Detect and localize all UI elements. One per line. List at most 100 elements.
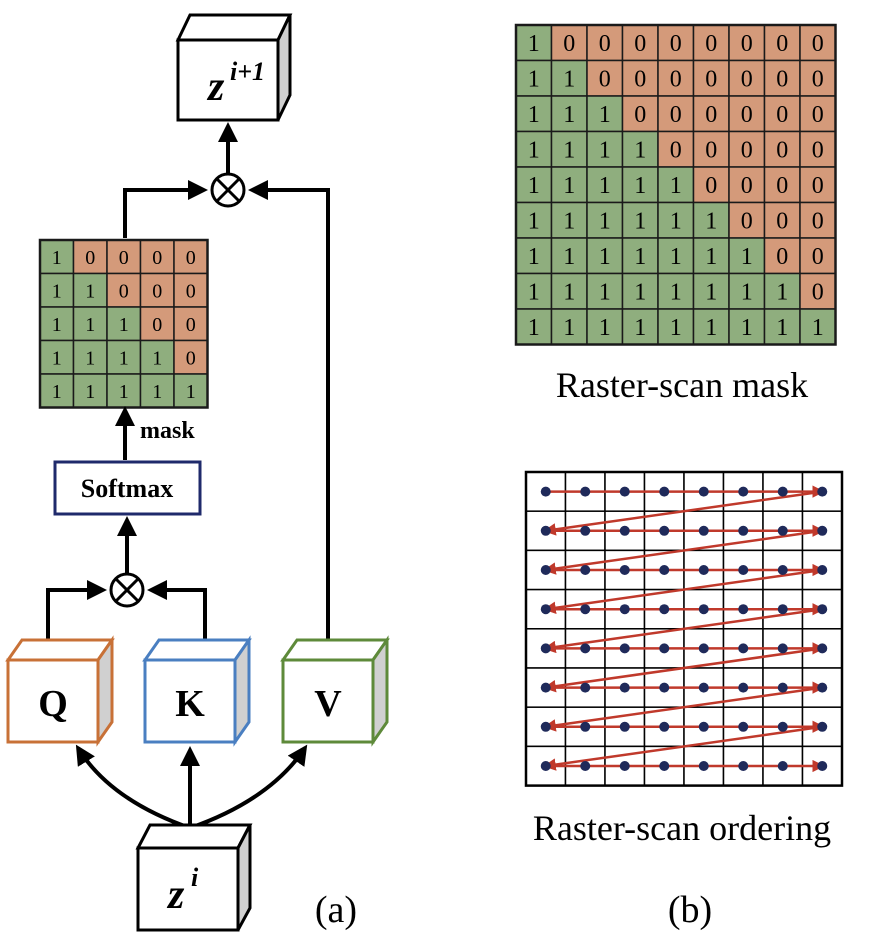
small-mask-cell-value: 1: [52, 381, 62, 403]
k-cube: K: [142, 635, 252, 747]
raster-scan-ordering-title: Raster-scan ordering: [533, 808, 831, 848]
big-mask-cell-value: 0: [599, 31, 611, 57]
big-mask-cell: [657, 24, 695, 62]
big-mask-cell: [657, 272, 695, 310]
ordering-dot: [580, 643, 591, 654]
big-mask-cell-value: 0: [705, 138, 717, 164]
small-mask-cell: [173, 239, 209, 275]
big-mask-cell-value: 1: [741, 315, 753, 341]
big-mask-cell-value: 0: [634, 67, 646, 93]
panel-b-caption: (b): [668, 889, 712, 931]
big-mask-cell-value: 0: [776, 102, 788, 128]
big-mask-cell-value: 1: [563, 67, 575, 93]
big-mask-cell-value: 1: [563, 315, 575, 341]
big-mask-cell: [763, 166, 801, 204]
big-mask-cell-value: 0: [741, 102, 753, 128]
lower-multiply-symbol: [109, 572, 145, 608]
big-mask-cell-value: 0: [563, 31, 575, 57]
small-mask-cell-value: 0: [186, 280, 196, 302]
big-mask-cell-value: 0: [705, 31, 717, 57]
big-mask-cell-value: 0: [812, 173, 824, 199]
big-mask-cell: [799, 95, 837, 133]
big-mask-cell-value: 1: [528, 67, 540, 93]
big-mask-cell-value: 0: [741, 31, 753, 57]
small-mask-cell-value: 1: [152, 381, 162, 403]
big-mask-cell-value: 1: [705, 244, 717, 270]
big-mask-cell: [550, 130, 588, 168]
big-mask-cell-value: 1: [670, 173, 682, 199]
ordering-dot: [738, 643, 749, 654]
ordering-dot: [738, 682, 749, 693]
big-mask-cell-value: 0: [705, 102, 717, 128]
big-mask-cell: [515, 59, 553, 97]
ordering-dot: [698, 525, 709, 536]
ordering-dot: [619, 604, 630, 615]
top-multiply-symbol: [210, 172, 246, 208]
big-mask-cell-value: 1: [599, 315, 611, 341]
big-mask-cell: [728, 95, 766, 133]
big-mask-cell-value: 0: [776, 138, 788, 164]
big-mask-cell-value: 0: [812, 102, 824, 128]
big-mask-cell-value: 1: [528, 280, 540, 306]
big-mask-cell: [586, 308, 624, 346]
output-cube: z i+1: [175, 13, 293, 122]
big-mask-cell-value: 1: [634, 244, 646, 270]
ordering-dot: [738, 604, 749, 615]
big-mask-cell-value: 1: [741, 280, 753, 306]
big-mask-cell-value: 0: [812, 31, 824, 57]
ordering-dot: [698, 761, 709, 771]
big-mask-border: [514, 23, 837, 346]
small-mask-cell: [139, 339, 175, 375]
small-mask-cell: [72, 272, 108, 308]
big-mask-cell: [586, 272, 624, 310]
small-mask-cell-value: 0: [186, 314, 196, 336]
big-mask-cell: [728, 166, 766, 204]
big-mask-cell-value: 0: [741, 173, 753, 199]
scan-return-arrow: [543, 490, 823, 536]
ordering-dot: [619, 525, 630, 536]
big-mask-cell-value: 0: [776, 244, 788, 270]
output-cube-superscript: i+1: [230, 57, 265, 86]
big-mask-cell-value: 0: [812, 138, 824, 164]
v-cube: V: [280, 635, 390, 747]
big-mask-cell-value: 1: [528, 315, 540, 341]
big-mask-cell-value: 1: [634, 315, 646, 341]
ordering-dot: [619, 565, 630, 575]
big-mask-cell-value: 1: [528, 244, 540, 270]
big-mask-cell: [586, 237, 624, 275]
arrow-v-to-multiply: [248, 180, 330, 640]
big-mask-cell: [728, 237, 766, 275]
big-mask-cell-value: 1: [528, 173, 540, 199]
big-mask-cell-value: 1: [670, 315, 682, 341]
ordering-dot: [698, 565, 709, 575]
softmax-box: Softmax: [53, 460, 202, 516]
big-mask-cell-value: 0: [776, 31, 788, 57]
big-mask-cell-value: 0: [741, 67, 753, 93]
ordering-dot: [540, 565, 551, 575]
big-mask-cell: [692, 201, 730, 239]
ordering-dot: [777, 721, 788, 732]
input-cube: z i: [135, 823, 253, 932]
raster-scan-mask-title: Raster-scan mask: [556, 365, 808, 405]
big-mask-cell-value: 1: [812, 315, 824, 341]
big-mask-cell: [763, 272, 801, 310]
ordering-dot: [540, 604, 551, 615]
big-mask-cell-value: 0: [634, 31, 646, 57]
big-mask-cell: [799, 308, 837, 346]
big-mask-cell-value: 0: [741, 209, 753, 235]
ordering-dot: [619, 761, 630, 771]
input-cube-superscript: i: [191, 863, 199, 892]
ordering-dot: [659, 682, 670, 693]
small-mask-cell-value: 1: [119, 381, 129, 403]
big-mask-cell-value: 1: [776, 315, 788, 341]
big-mask-cell-value: 1: [599, 173, 611, 199]
small-mask-cell: [72, 339, 108, 375]
small-mask-cell: [139, 306, 175, 342]
ordering-dot: [817, 682, 828, 693]
scan-return-arrow: [543, 686, 823, 732]
ordering-dot: [659, 604, 670, 615]
big-mask-cell: [799, 166, 837, 204]
ordering-dot: [698, 643, 709, 654]
